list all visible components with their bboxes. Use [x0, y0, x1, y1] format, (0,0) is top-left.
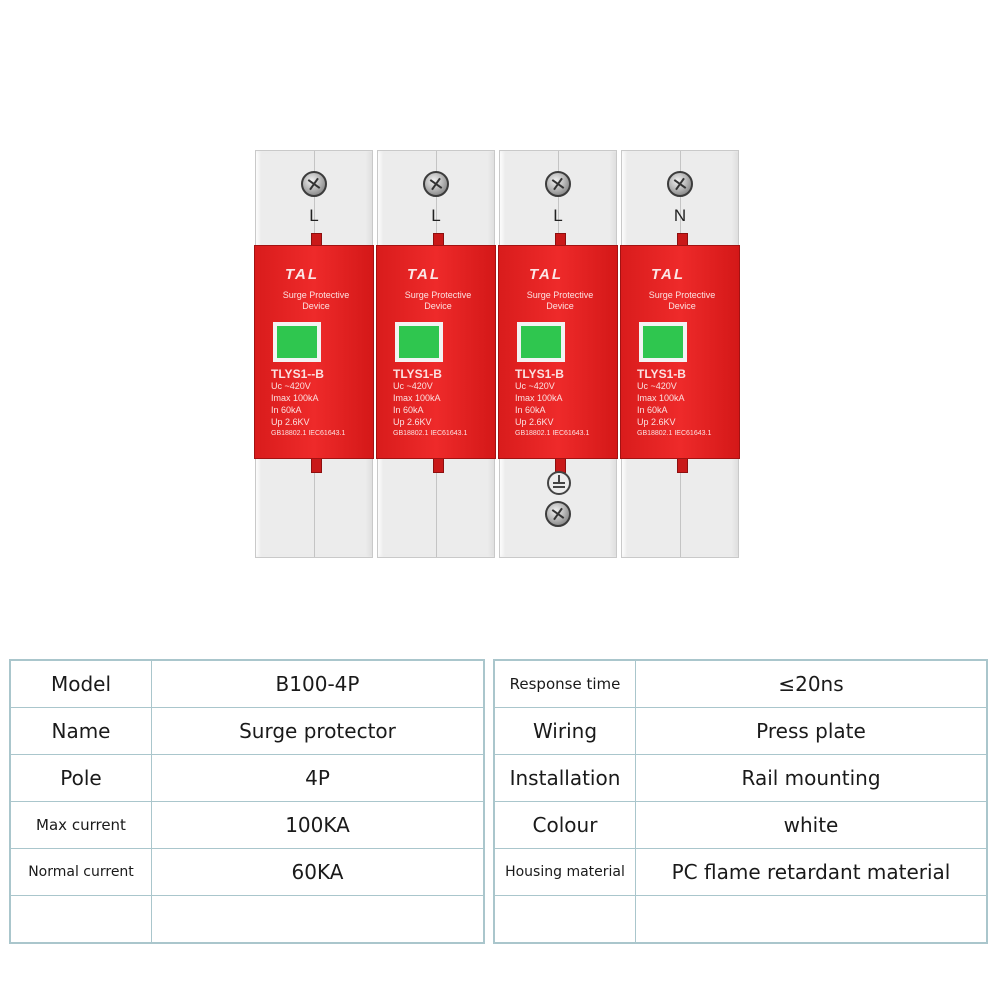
spec-line: Uc ~420V — [515, 381, 555, 391]
status-indicator-window — [273, 322, 321, 362]
pole-module-2: L TAL Surge Protective Device TLYS1-B Uc… — [376, 150, 496, 558]
standards-line: GB18802.1 IEC61643.1 — [393, 430, 468, 437]
pole-label: L — [309, 206, 319, 225]
model-code: TLYS1--B — [271, 367, 324, 381]
table-row — [10, 895, 484, 943]
surge-protector-image: L TAL Surge Protective Device TLYS1--B U… — [254, 150, 747, 574]
status-indicator-window — [517, 322, 565, 362]
standards-line: GB18802.1 IEC61643.1 — [637, 430, 712, 437]
spec-key: Max current — [10, 801, 152, 849]
ground-screw-icon — [545, 501, 571, 527]
spec-line: Uc ~420V — [271, 381, 311, 391]
terminal-screw-icon — [423, 171, 449, 197]
spec-key: Housing material — [494, 848, 636, 896]
table-row — [494, 895, 987, 943]
spec-value: 60KA — [151, 848, 484, 896]
spec-line: In 60kA — [637, 405, 668, 415]
spec-key: Pole — [10, 754, 152, 802]
brand-logo: TAL — [529, 266, 564, 283]
spec-key: Installation — [494, 754, 636, 802]
terminal-screw-icon — [301, 171, 327, 197]
spec-line: Imax 100kA — [393, 393, 441, 403]
table-row: Response time ≤20ns — [494, 660, 987, 708]
spec-label: TLYS1--B Uc ~420V Imax 100kA In 60kA Up … — [271, 368, 366, 440]
pole-module-1: L TAL Surge Protective Device TLYS1--B U… — [254, 150, 374, 558]
model-code: TLYS1-B — [393, 367, 442, 381]
spec-value: 4P — [151, 754, 484, 802]
spec-value: Rail mounting — [635, 754, 987, 802]
red-cover: TAL Surge Protective Device TLYS1-B Uc ~… — [498, 245, 618, 459]
device-subtitle: Surge Protective Device — [648, 290, 716, 311]
spec-value — [151, 895, 484, 943]
status-indicator-window — [395, 322, 443, 362]
spec-value: 100KA — [151, 801, 484, 849]
device-subtitle: Surge Protective Device — [282, 290, 350, 311]
device-subtitle: Surge Protective Device — [526, 290, 594, 311]
pole-label: L — [431, 206, 441, 225]
spec-value: B100-4P — [151, 660, 484, 708]
spec-line: Up 2.6KV — [393, 417, 432, 427]
spec-value: Surge protector — [151, 707, 484, 755]
spec-line: In 60kA — [393, 405, 424, 415]
spec-line: Up 2.6KV — [515, 417, 554, 427]
standards-line: GB18802.1 IEC61643.1 — [515, 430, 590, 437]
table-row: Wiring Press plate — [494, 707, 987, 755]
spec-label: TLYS1-B Uc ~420V Imax 100kA In 60kA Up 2… — [393, 368, 488, 440]
spec-key: Colour — [494, 801, 636, 849]
model-code: TLYS1-B — [637, 367, 686, 381]
spec-value: PC flame retardant material — [635, 848, 987, 896]
spec-line: Imax 100kA — [271, 393, 319, 403]
spec-key: Model — [10, 660, 152, 708]
spec-line: Uc ~420V — [637, 381, 677, 391]
table-row: Installation Rail mounting — [494, 754, 987, 802]
brand-logo: TAL — [407, 266, 442, 283]
brand-logo: TAL — [285, 266, 320, 283]
spec-line: Up 2.6KV — [271, 417, 310, 427]
brand-logo: TAL — [651, 266, 686, 283]
spec-line: Imax 100kA — [515, 393, 563, 403]
spec-key: Response time — [494, 660, 636, 708]
pole-module-4: N TAL Surge Protective Device TLYS1-B Uc… — [620, 150, 740, 558]
spec-line: Imax 100kA — [637, 393, 685, 403]
spec-label: TLYS1-B Uc ~420V Imax 100kA In 60kA Up 2… — [515, 368, 610, 440]
spec-table-right: Response time ≤20ns Wiring Press plate I… — [494, 660, 987, 943]
table-row: Name Surge protector — [10, 707, 484, 755]
pole-label: L — [553, 206, 563, 225]
device-subtitle: Surge Protective Device — [404, 290, 472, 311]
ground-icon — [547, 471, 571, 495]
spec-key — [10, 895, 152, 943]
table-row: Model B100-4P — [10, 660, 484, 708]
spec-line: In 60kA — [515, 405, 546, 415]
spec-line: In 60kA — [271, 405, 302, 415]
spec-label: TLYS1-B Uc ~420V Imax 100kA In 60kA Up 2… — [637, 368, 732, 440]
spec-value: ≤20ns — [635, 660, 987, 708]
table-row: Normal current 60KA — [10, 848, 484, 896]
spec-table-left: Model B100-4P Name Surge protector Pole … — [10, 660, 484, 943]
spec-value: Press plate — [635, 707, 987, 755]
spec-value: white — [635, 801, 987, 849]
terminal-screw-icon — [545, 171, 571, 197]
spec-key — [494, 895, 636, 943]
spec-key: Wiring — [494, 707, 636, 755]
model-code: TLYS1-B — [515, 367, 564, 381]
pole-label: N — [673, 206, 687, 225]
red-cover: TAL Surge Protective Device TLYS1-B Uc ~… — [620, 245, 740, 459]
table-row: Housing material PC flame retardant mate… — [494, 848, 987, 896]
pole-module-3: L TAL Surge Protective Device TLYS1-B Uc… — [498, 150, 618, 558]
spec-line: Up 2.6KV — [637, 417, 676, 427]
spec-key: Normal current — [10, 848, 152, 896]
spec-line: Uc ~420V — [393, 381, 433, 391]
spec-key: Name — [10, 707, 152, 755]
table-row: Colour white — [494, 801, 987, 849]
standards-line: GB18802.1 IEC61643.1 — [271, 430, 346, 437]
red-cover: TAL Surge Protective Device TLYS1-B Uc ~… — [376, 245, 496, 459]
table-row: Max current 100KA — [10, 801, 484, 849]
status-indicator-window — [639, 322, 687, 362]
spec-value — [635, 895, 987, 943]
table-row: Pole 4P — [10, 754, 484, 802]
red-cover: TAL Surge Protective Device TLYS1--B Uc … — [254, 245, 374, 459]
terminal-screw-icon — [667, 171, 693, 197]
